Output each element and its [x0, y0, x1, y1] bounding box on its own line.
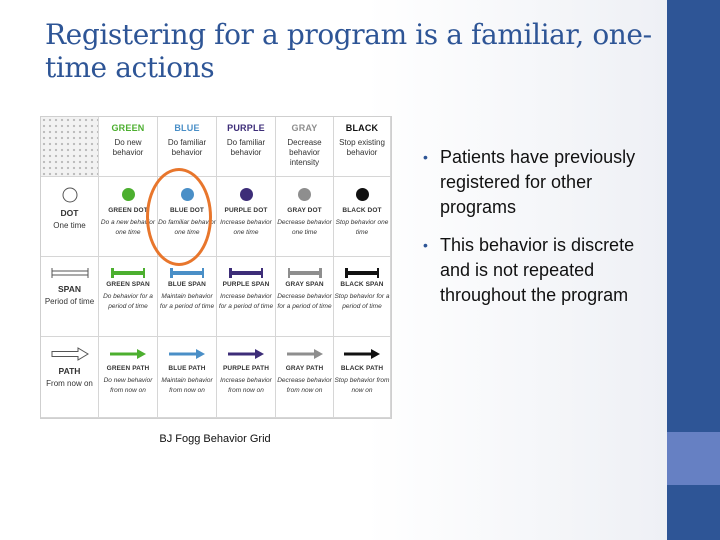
highlight-circle — [146, 168, 212, 266]
cell-description: Decrease behavior for a period of time — [277, 293, 332, 310]
column-header-black: BLACK Stop existing behavior — [334, 117, 391, 177]
dot-marker-icon — [298, 188, 311, 201]
cell-label: GRAY DOT — [287, 207, 322, 214]
grid-cell: BLACK DOT Stop behavior one time — [334, 177, 391, 257]
cell-description: Do new behavior from now on — [103, 377, 153, 394]
column-header-gray: GRAY Decrease behavior intensity — [276, 117, 334, 177]
slide-title: Registering for a program is a familiar,… — [45, 18, 652, 85]
cell-description: Do a new behavior one time — [100, 219, 156, 236]
row-name: SPAN — [58, 284, 81, 294]
column-header-purple: PURPLE Do familiar behavior — [217, 117, 276, 177]
dot-marker-icon — [239, 188, 253, 201]
grid-cell: GRAY DOT Decrease behavior one time — [276, 177, 334, 257]
bullet-mark: • — [423, 237, 428, 253]
path-arrow-icon — [344, 349, 380, 359]
column-name: GREEN — [111, 123, 145, 133]
row-description: From now on — [46, 379, 93, 388]
column-description: Stop existing behavior — [339, 138, 385, 157]
span-marker-icon — [111, 268, 145, 278]
grid-cell: GREEN PATH Do new behavior from now on — [99, 337, 158, 418]
row-header-dot: DOT One time — [41, 177, 99, 257]
cell-description: Stop behavior for a period of time — [334, 293, 390, 310]
dot-marker-icon — [355, 188, 369, 201]
cell-description: Do behavior for a period of time — [103, 293, 153, 310]
bullet-item: • This behavior is discrete and is not re… — [423, 233, 663, 308]
span-marker-icon — [229, 268, 263, 278]
bullet-text: Patients have previously registered for … — [440, 147, 636, 217]
column-header-blue: BLUE Do familiar behavior — [158, 117, 217, 177]
grid-cell: GRAY SPAN Decrease behavior for a period … — [276, 257, 334, 337]
grid-cell: BLUE SPAN Maintain behavior for a period … — [158, 257, 217, 337]
bullet-list: • Patients have previously registered for… — [423, 145, 663, 321]
span-marker-icon — [287, 268, 322, 278]
cell-description: Maintain behavior for a period of time — [159, 293, 215, 310]
grid-cell: PURPLE SPAN Increase behavior for a perio… — [217, 257, 276, 337]
cell-label: PURPLE DOT — [224, 207, 268, 214]
column-name: GRAY — [291, 123, 318, 133]
cell-label: GREEN SPAN — [106, 281, 150, 288]
path-arrow-icon — [110, 349, 146, 359]
column-description: Do familiar behavior — [226, 138, 266, 157]
path-arrow-icon — [286, 349, 323, 359]
column-description: Do familiar behavior — [167, 138, 207, 157]
bullet-item: • Patients have previously registered for… — [423, 145, 663, 220]
cell-label: GRAY PATH — [285, 365, 324, 372]
row-description: Period of time — [44, 297, 95, 306]
grid-caption: BJ Fogg Behavior Grid — [159, 433, 271, 445]
cell-description: Stop behavior one time — [335, 219, 389, 236]
grid-cell: GREEN SPAN Do behavior for a period of ti… — [99, 257, 158, 337]
span-outline-icon — [51, 268, 88, 278]
circle-outline-icon — [62, 187, 77, 203]
cell-description: Increase behavior from now on — [220, 377, 272, 394]
grid-cell: BLUE PATH Maintain behavior from now on — [158, 337, 217, 418]
grid-cell: GRAY PATH Decrease behavior from now on — [276, 337, 334, 418]
grid-cell: PURPLE DOT Increase behavior one time — [217, 177, 276, 257]
row-header-span: SPAN Period of time — [41, 257, 99, 337]
behavior-grid: GREEN Do new behavior BLUE Do familiar beha… — [40, 116, 392, 419]
column-header-green: GREEN Do new behavior — [99, 117, 158, 177]
dot-marker-icon — [121, 188, 135, 201]
path-arrow-icon — [169, 349, 205, 359]
row-name: PATH — [58, 366, 81, 376]
row-header-path: PATH From now on — [41, 337, 99, 418]
slide-sidebar-accent — [667, 432, 720, 485]
grid-cell: BLACK SPAN Stop behavior for a period of … — [334, 257, 391, 337]
cell-label: GREEN PATH — [106, 365, 150, 372]
cell-label: GREEN DOT — [108, 207, 148, 214]
row-name: DOT — [60, 208, 79, 218]
column-name: PURPLE — [227, 123, 265, 133]
grid-cell: BLACK PATH Stop behavior from now on — [334, 337, 391, 418]
cell-description: Increase behavior for a period of time — [218, 293, 274, 310]
bullet-mark: • — [423, 149, 428, 165]
cell-description: Decrease behavior from now on — [277, 377, 332, 394]
column-description: Decrease behavior intensity — [287, 138, 322, 167]
cell-label: BLUE SPAN — [168, 281, 206, 288]
path-arrow-icon — [228, 349, 264, 359]
arrow-outline-icon — [51, 347, 89, 361]
cell-label: BLACK PATH — [340, 365, 384, 372]
grid-corner — [41, 117, 99, 177]
cell-label: GRAY SPAN — [285, 281, 324, 288]
cell-label: PURPLE SPAN — [222, 281, 270, 288]
cell-description: Stop behavior from now on — [334, 377, 390, 394]
span-marker-icon — [345, 268, 379, 278]
cell-description: Maintain behavior from now on — [161, 377, 213, 394]
column-name: BLUE — [174, 123, 200, 133]
column-description: Do new behavior — [112, 138, 144, 157]
row-description: One time — [53, 221, 86, 230]
bullet-text: This behavior is discrete and is not rep… — [440, 235, 635, 305]
column-name: BLACK — [345, 123, 379, 133]
span-marker-icon — [170, 268, 204, 278]
cell-label: PURPLE PATH — [222, 365, 269, 372]
cell-label: BLACK DOT — [342, 207, 382, 214]
grid-cell: PURPLE PATH Increase behavior from now on — [217, 337, 276, 418]
cell-label: BLUE PATH — [168, 365, 206, 372]
cell-label: BLACK SPAN — [340, 281, 384, 288]
cell-description: Increase behavior one time — [220, 219, 272, 236]
cell-description: Decrease behavior one time — [277, 219, 332, 236]
